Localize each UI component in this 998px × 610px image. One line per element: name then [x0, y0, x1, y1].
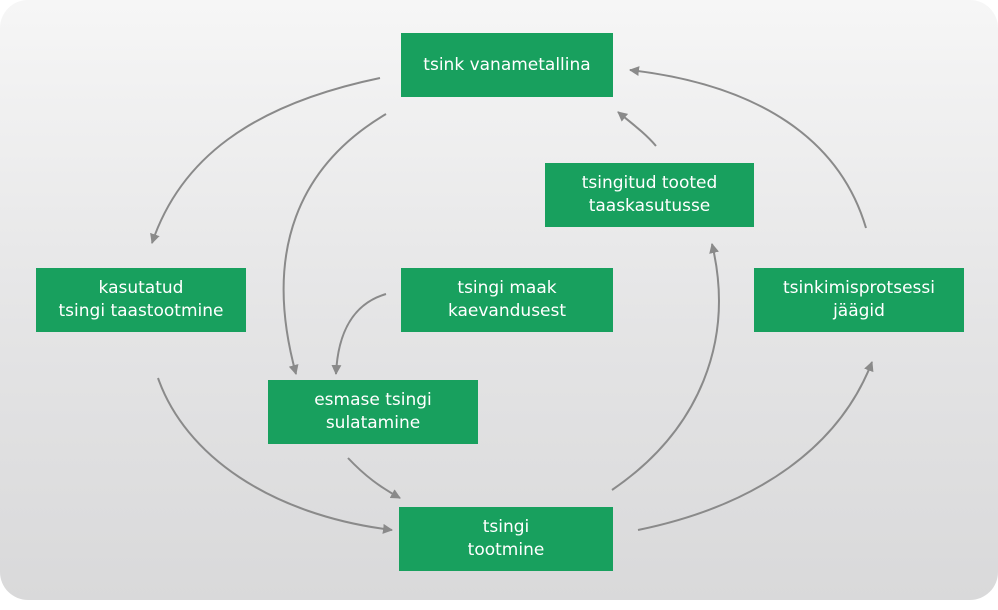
node-used-zinc-recovery: kasutatud tsingi taastootmine [36, 268, 246, 332]
arrow-residues-to-scrap [629, 66, 867, 229]
node-primary-smelting-line-2: sulatamine [325, 413, 421, 433]
node-zinc-production-line-2: tootmine [467, 540, 545, 560]
arrow-production-to-recycled [611, 243, 720, 491]
arrow-production-to-residues [637, 361, 874, 531]
node-zinc-ore-line-1: tsingi maak [457, 278, 557, 298]
node-zinc-scrap: tsink vanametallina [401, 33, 613, 97]
node-galvanizing-residues-line-2: jäägid [833, 301, 885, 321]
node-recycled-products-line-1: tsingitud tooted [581, 173, 718, 193]
node-used-zinc-recovery-line-2: tsingi taastootmine [58, 301, 224, 321]
node-zinc-production-line-1: tsingi [482, 517, 530, 537]
arrow-scrap-to-recovery [150, 77, 381, 244]
node-primary-smelting: esmase tsingi sulatamine [268, 380, 478, 444]
node-recycled-products: tsingitud tooted taaskasutusse [545, 163, 754, 227]
node-zinc-production: tsingi tootmine [399, 507, 613, 571]
arrow-smelting-to-production [347, 457, 401, 499]
node-galvanizing-residues: tsinkimisprotsessi jäägid [754, 268, 964, 332]
arrow-scrap-to-smelting [282, 113, 387, 375]
node-primary-smelting-line-1: esmase tsingi [314, 390, 432, 410]
node-used-zinc-recovery-line-1: kasutatud [98, 278, 184, 298]
node-zinc-ore-line-2: kaevandusest [447, 301, 567, 321]
node-galvanizing-residues-line-1: tsinkimisprotsessi [783, 278, 935, 298]
arrow-ore-to-smelting [331, 293, 387, 375]
arrow-recycled-to-scrap [617, 111, 657, 147]
node-zinc-ore: tsingi maak kaevandusest [401, 268, 613, 332]
arrow-recovery-to-production [157, 377, 393, 534]
node-zinc-scrap-label: tsink vanametallina [423, 54, 591, 75]
node-recycled-products-line-2: taaskasutusse [588, 196, 711, 216]
